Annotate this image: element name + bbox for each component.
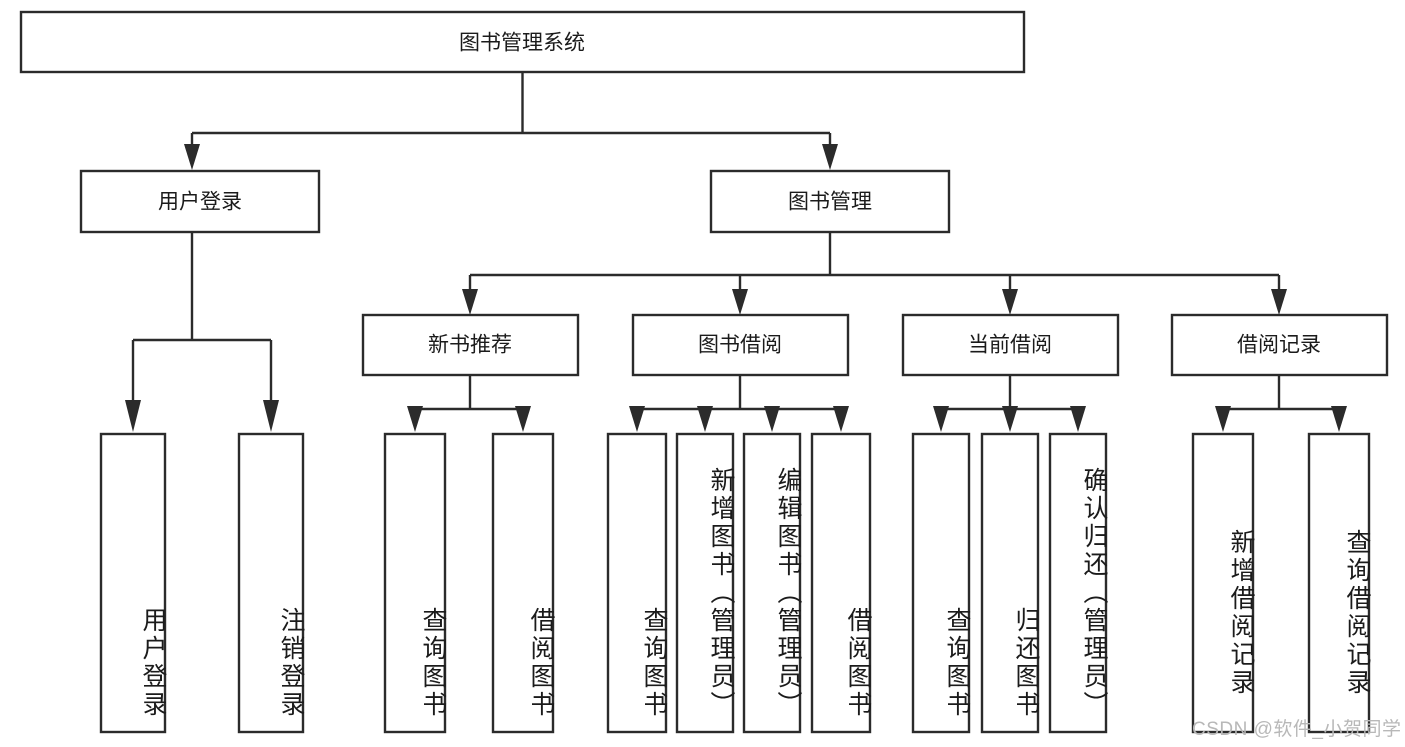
arrow-leaf-return-book xyxy=(1002,406,1018,432)
node-user-login-rect[interactable] xyxy=(79,169,321,234)
node-borrow-record-rect[interactable] xyxy=(1170,313,1389,377)
arrow-to-new-book-recommend xyxy=(462,289,478,315)
leaf-rect-add-borrow-record[interactable] xyxy=(1191,432,1255,734)
arrow-leaf-borrow-book-1 xyxy=(515,406,531,432)
node-book-borrow-label: 图书借阅 xyxy=(698,334,782,357)
arrow-leaf-query-book-3 xyxy=(933,406,949,432)
leaf-rect-query-book-1[interactable] xyxy=(383,432,447,734)
connector-group-newbook-to-leaves xyxy=(407,375,531,432)
leaf-rect-add-book-admin[interactable] xyxy=(675,432,735,734)
arrow-to-current-borrow xyxy=(1002,289,1018,315)
node-book-management[interactable]: 图书管理 xyxy=(709,169,951,234)
leaf-rect-query-book-2[interactable] xyxy=(606,432,668,734)
node-book-borrow[interactable]: 图书借阅 xyxy=(631,313,850,377)
node-book-management-rect[interactable] xyxy=(709,169,951,234)
csdn-watermark: CSDN @软件_小贺同学 xyxy=(1192,719,1402,740)
arrow-leaf-confirm-return xyxy=(1070,406,1086,432)
arrow-leaf-query-book-2 xyxy=(629,406,645,432)
arrow-leaf-borrow-book-2 xyxy=(833,406,849,432)
arrow-leaf-add-book xyxy=(697,406,713,432)
connector-group-borrowrecord-to-leaves xyxy=(1215,375,1347,432)
leaf-rect-confirm-return-admin[interactable] xyxy=(1048,432,1108,734)
arrow-leaf-query-record xyxy=(1331,406,1347,432)
arrow-leaf-add-record xyxy=(1215,406,1231,432)
node-user-login[interactable]: 用户登录 xyxy=(79,169,321,234)
node-root-label: 图书管理系统 xyxy=(459,32,585,55)
connector-group-root-to-level2 xyxy=(184,72,838,170)
node-root-rect[interactable] xyxy=(19,10,1026,74)
arrow-leaf-edit-book xyxy=(764,406,780,432)
node-book-borrow-rect[interactable] xyxy=(631,313,850,377)
arrow-to-borrow-record xyxy=(1271,289,1287,315)
leaf-rect-query-borrow-record[interactable] xyxy=(1307,432,1371,734)
leaf-rect-query-book-3[interactable] xyxy=(911,432,971,734)
connector-group-bookmanage-to-level3 xyxy=(462,232,1287,315)
node-user-login-label: 用户登录 xyxy=(158,191,242,214)
leaf-rect-return-book[interactable] xyxy=(980,432,1040,734)
node-new-book-recommend[interactable]: 新书推荐 xyxy=(361,313,580,377)
node-root-book-management-system[interactable]: 图书管理系统 xyxy=(19,10,1026,74)
node-book-management-label: 图书管理 xyxy=(788,191,872,214)
arrow-leaf-query-book-1 xyxy=(407,406,423,432)
leaf-rect-borrow-book-2[interactable] xyxy=(810,432,872,734)
arrow-to-book-borrow xyxy=(732,289,748,315)
node-borrow-record-label: 借阅记录 xyxy=(1237,334,1321,357)
arrow-to-book-manage xyxy=(822,144,838,170)
connector-group-currentborrow-to-leaves xyxy=(933,375,1086,432)
connector-group-bookborrow-to-leaves xyxy=(629,375,849,432)
node-current-borrow-label: 当前借阅 xyxy=(968,334,1052,357)
node-current-borrow-rect[interactable] xyxy=(901,313,1120,377)
connector-group-userlogin-to-leaves xyxy=(125,232,279,432)
arrow-leaf-logout xyxy=(263,400,279,432)
node-new-book-recommend-label: 新书推荐 xyxy=(428,334,512,357)
leaf-rect-borrow-book-1[interactable] xyxy=(491,432,555,734)
node-new-book-recommend-rect[interactable] xyxy=(361,313,580,377)
node-borrow-record[interactable]: 借阅记录 xyxy=(1170,313,1389,377)
arrow-to-user-login xyxy=(184,144,200,170)
node-current-borrow[interactable]: 当前借阅 xyxy=(901,313,1120,377)
leaf-rect-user-login[interactable] xyxy=(99,432,167,734)
arrow-leaf-user-login xyxy=(125,400,141,432)
leaf-rect-logout[interactable] xyxy=(237,432,305,734)
leaf-rect-edit-book-admin[interactable] xyxy=(742,432,802,734)
